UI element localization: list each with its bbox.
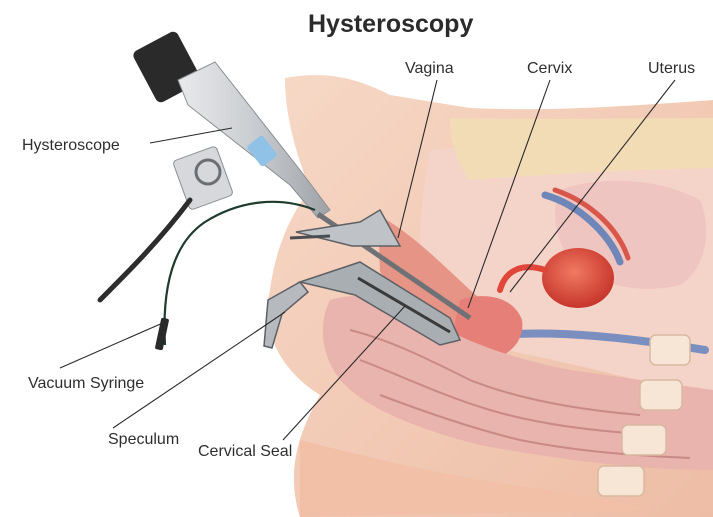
leader-hysteroscope: [150, 128, 232, 143]
label-speculum: Speculum: [108, 431, 179, 448]
label-hysteroscope: Hysteroscope: [22, 137, 120, 154]
leader-vacuum-syringe: [60, 322, 165, 368]
vacuum-syringe-tip: [155, 318, 169, 351]
speculum-screw: [290, 236, 330, 238]
uterus-body: [542, 248, 614, 308]
label-vacuum-syringe: Vacuum Syringe: [28, 375, 144, 392]
leader-speculum: [113, 312, 285, 428]
label-cervix: Cervix: [527, 60, 572, 77]
label-cervical-seal: Cervical Seal: [198, 443, 292, 460]
scope-handle: [172, 146, 233, 211]
label-vagina: Vagina: [405, 60, 454, 77]
scope-cable: [100, 200, 190, 300]
label-uterus: Uterus: [648, 60, 695, 77]
anatomy-cross-section: [267, 75, 713, 517]
diagram-title: Hysteroscopy: [308, 10, 473, 38]
